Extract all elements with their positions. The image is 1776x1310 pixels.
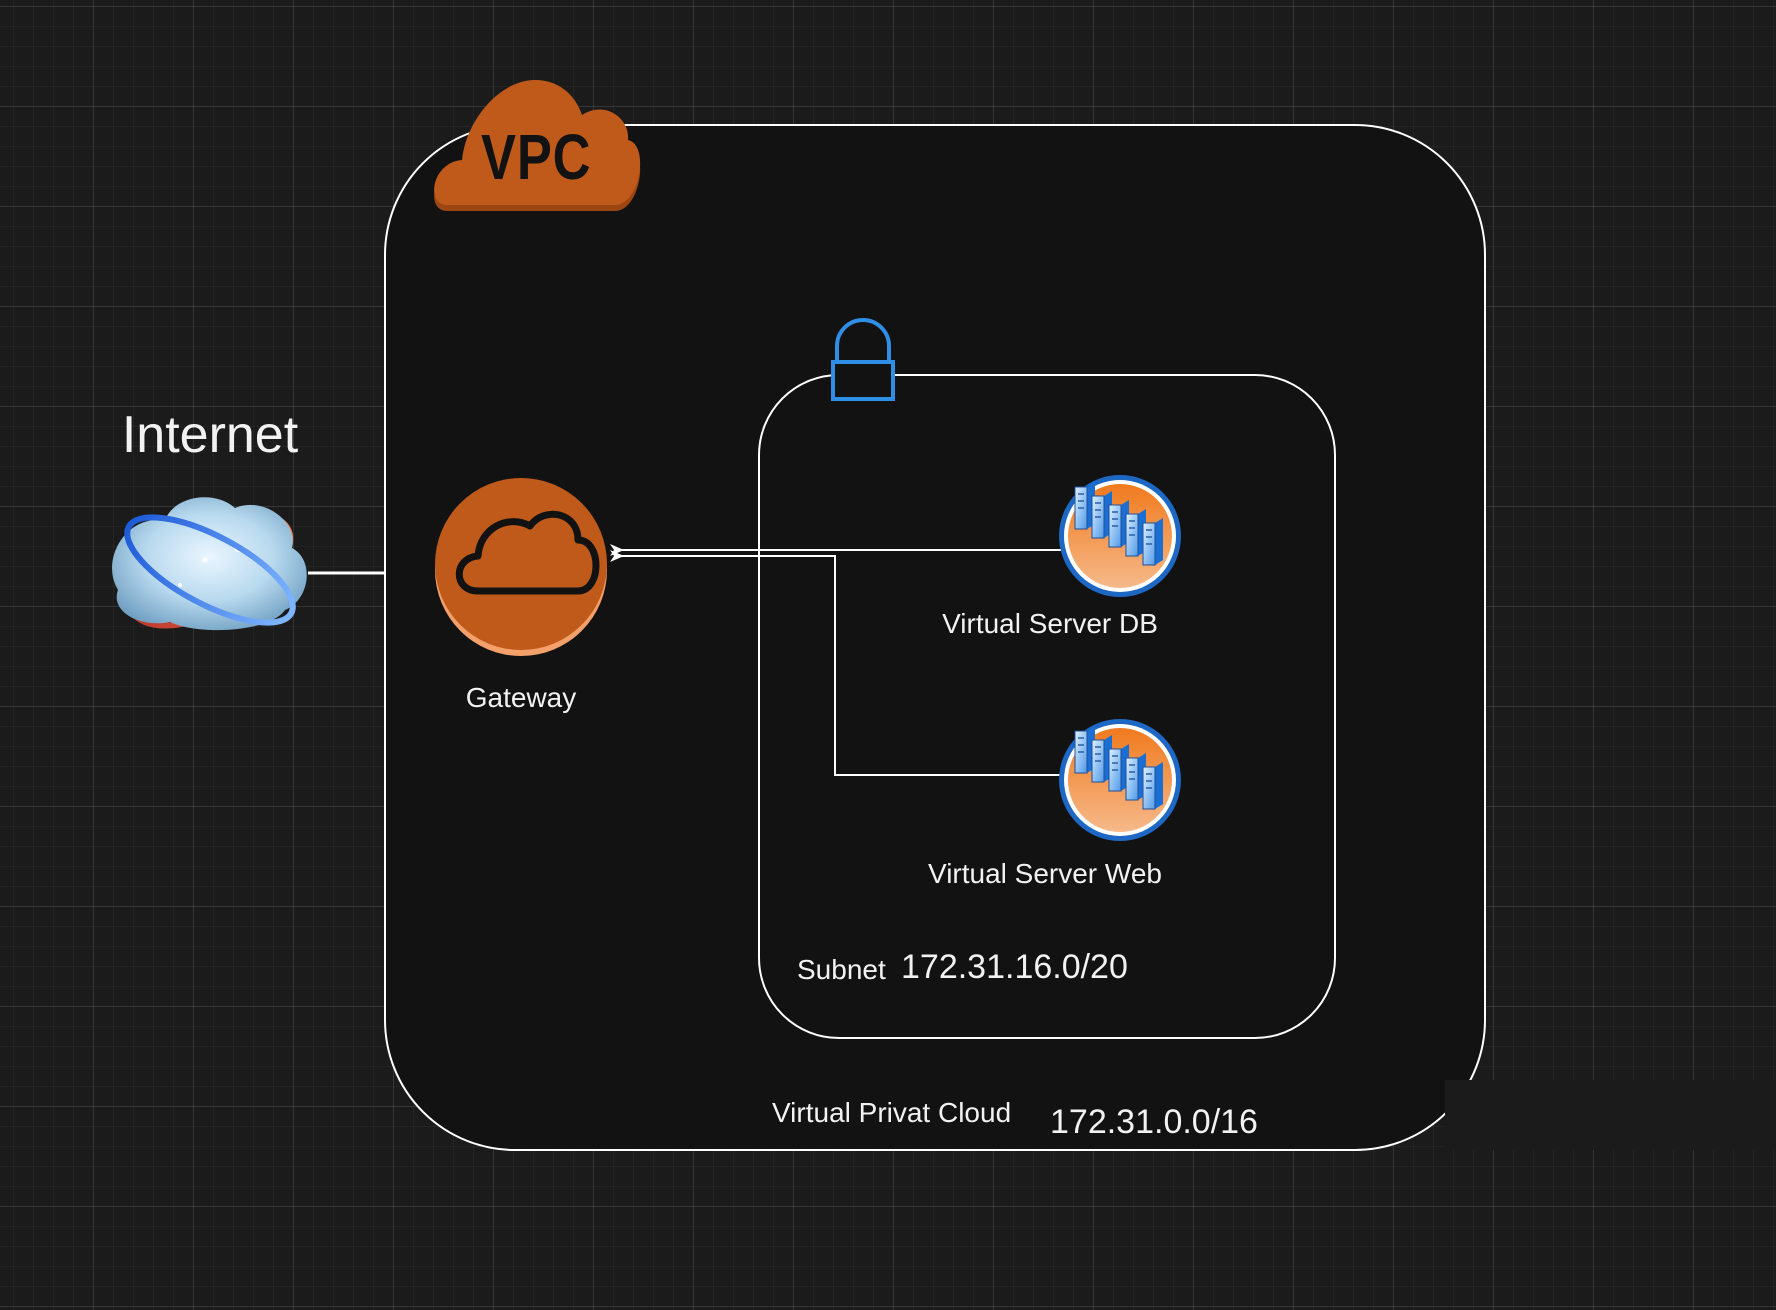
- gateway-icon: [435, 478, 607, 656]
- vpc-title: Virtual Privat Cloud: [772, 1097, 1012, 1128]
- server-web-icon: [1059, 719, 1181, 841]
- subnet-container: [758, 374, 1336, 1039]
- subnet-title: Subnet: [797, 954, 886, 985]
- web-gateway-edge: [610, 550, 1062, 776]
- vpc-border-gap: [1445, 1080, 1776, 1150]
- internet-label: Internet: [121, 406, 299, 464]
- gateway-label: Gateway: [465, 682, 577, 713]
- server-db-icon: [1059, 475, 1181, 597]
- internet-globe-icon: [112, 497, 307, 631]
- server-db-label: Virtual Server DB: [942, 608, 1158, 639]
- vpc-badge-label: VPC: [481, 121, 592, 193]
- server-web-label: Virtual Server Web: [928, 858, 1162, 889]
- vpc-badge-icon: [434, 80, 641, 211]
- subnet-cidr: 172.31.16.0/20: [901, 948, 1128, 986]
- lock-icon: [831, 318, 895, 401]
- vpc-cidr: 172.31.0.0/16: [1050, 1103, 1258, 1141]
